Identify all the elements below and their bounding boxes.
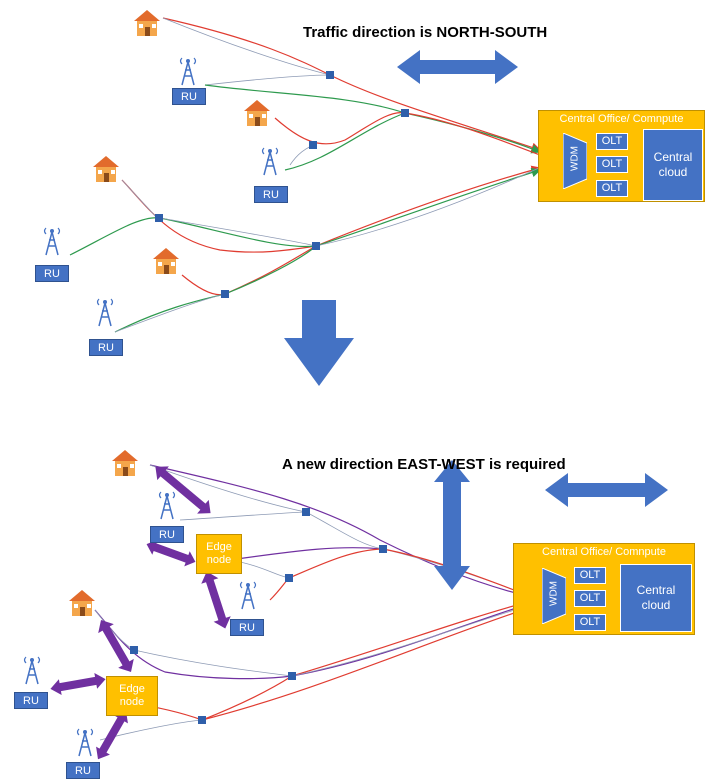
olt-box: OLT bbox=[574, 590, 606, 607]
splitter-node-icon bbox=[326, 71, 334, 79]
ru-box: RU bbox=[66, 762, 100, 779]
splitter-node-icon bbox=[221, 290, 229, 298]
transition-down-arrow bbox=[284, 300, 354, 386]
splitter-node-icon bbox=[198, 716, 206, 724]
ru-box: RU bbox=[150, 526, 184, 543]
antenna-tower-icon bbox=[20, 655, 44, 685]
wdm-shape bbox=[542, 568, 566, 624]
house-icon bbox=[90, 154, 122, 184]
house-icon bbox=[150, 246, 182, 276]
ru-box: RU bbox=[35, 265, 69, 282]
bottom-heading: A new direction EAST-WEST is required bbox=[282, 456, 566, 473]
bottom-splitter-nodes bbox=[130, 508, 536, 724]
central-office-title: Central Office/ Comnpute bbox=[559, 113, 684, 125]
top-heading: Traffic direction is NORTH-SOUTH bbox=[303, 24, 548, 41]
vertical-double-arrow bbox=[434, 460, 470, 590]
splitter-node-icon bbox=[288, 672, 296, 680]
splitter-node-icon bbox=[379, 545, 387, 553]
antenna-tower-icon bbox=[40, 226, 64, 256]
house-icon bbox=[131, 8, 163, 38]
central-office-title: Central Office/ Comnpute bbox=[542, 546, 666, 558]
house-icon bbox=[109, 448, 141, 478]
splitter-node-icon bbox=[285, 574, 293, 582]
wdm-shape bbox=[563, 133, 587, 189]
central-office-box: Central Office/ Comnpute WDM OLT OLT OLT… bbox=[513, 543, 695, 635]
north-south-double-arrow bbox=[397, 50, 518, 84]
antenna-tower-icon bbox=[176, 56, 200, 86]
splitter-node-icon bbox=[309, 141, 317, 149]
olt-box: OLT bbox=[596, 180, 628, 197]
east-west-purple-arrows bbox=[50, 466, 231, 760]
splitter-node-icon bbox=[130, 646, 138, 654]
ru-box: RU bbox=[230, 619, 264, 636]
splitter-node-icon bbox=[401, 109, 409, 117]
east-west-double-arrow bbox=[545, 473, 668, 507]
antenna-tower-icon bbox=[73, 727, 97, 757]
central-cloud-box: Central cloud bbox=[620, 564, 692, 632]
splitter-node-icon bbox=[312, 242, 320, 250]
wdm-label: WDM bbox=[569, 146, 581, 171]
central-office-box: Central Office/ Comnpute WDM OLT OLT OLT… bbox=[538, 110, 705, 202]
olt-box: OLT bbox=[596, 156, 628, 173]
antenna-tower-icon bbox=[258, 146, 282, 176]
top-fibers bbox=[69, 17, 553, 333]
ru-box: RU bbox=[172, 88, 206, 105]
central-cloud-box: Central cloud bbox=[643, 129, 703, 201]
edge-node-box: Edge node bbox=[106, 676, 158, 716]
antenna-tower-icon bbox=[93, 297, 117, 327]
ru-box: RU bbox=[14, 692, 48, 709]
splitter-node-icon bbox=[155, 214, 163, 222]
wdm-label: WDM bbox=[548, 581, 560, 606]
ru-box: RU bbox=[89, 339, 123, 356]
ru-box: RU bbox=[254, 186, 288, 203]
olt-box: OLT bbox=[574, 567, 606, 584]
house-icon bbox=[241, 98, 273, 128]
edge-node-box: Edge node bbox=[196, 534, 242, 574]
antenna-tower-icon bbox=[155, 490, 179, 520]
house-icon bbox=[66, 588, 98, 618]
antenna-tower-icon bbox=[236, 580, 260, 610]
olt-box: OLT bbox=[574, 614, 606, 631]
splitter-node-icon bbox=[302, 508, 310, 516]
olt-box: OLT bbox=[596, 133, 628, 150]
